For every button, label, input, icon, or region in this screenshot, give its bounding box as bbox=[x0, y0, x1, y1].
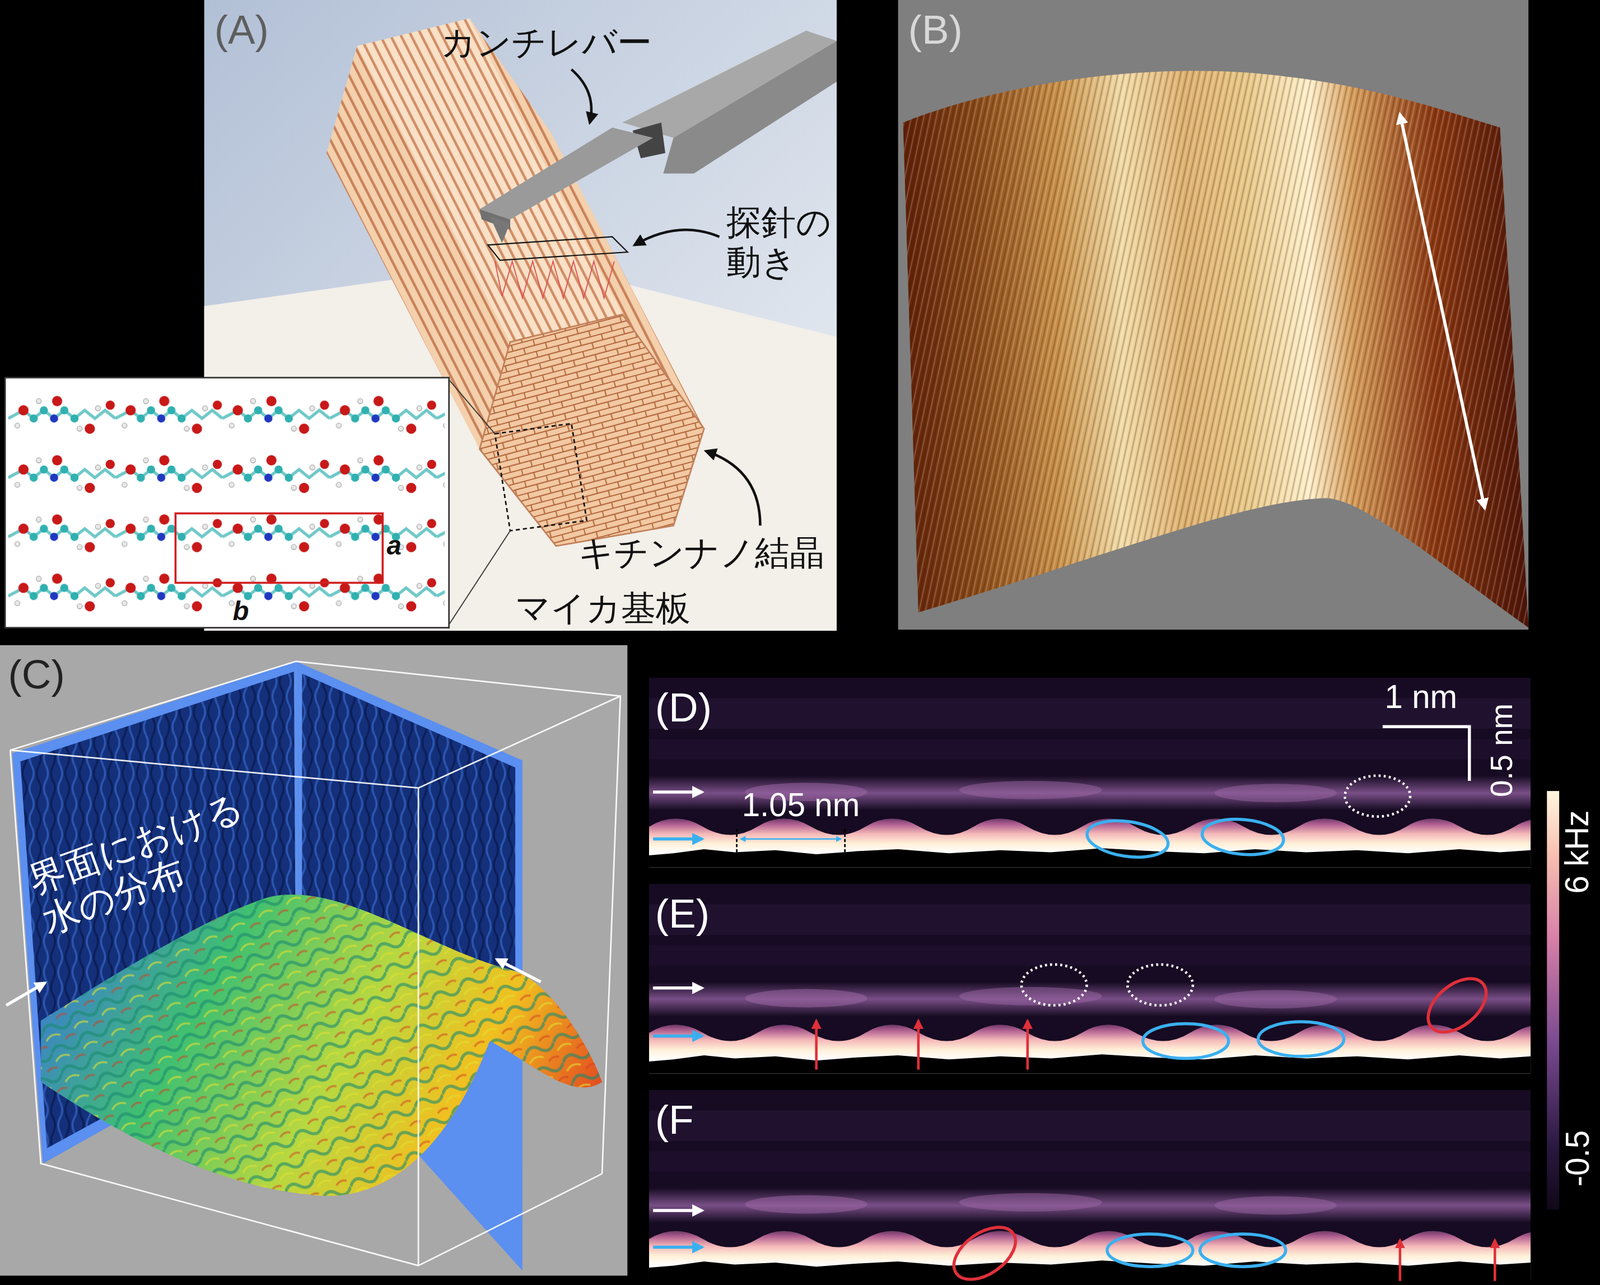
cross-section-map bbox=[1084, 815, 1171, 862]
cross-section-map bbox=[1021, 964, 1088, 1006]
cross-section-map bbox=[652, 837, 702, 841]
cross-section-map bbox=[649, 883, 1531, 1074]
afm-setup-illustration bbox=[479, 127, 653, 220]
annotation: 界面における 水の分布 bbox=[22, 782, 270, 942]
cross-section-map bbox=[740, 837, 842, 840]
cross-section-map bbox=[1200, 1233, 1286, 1267]
cross-section-map bbox=[1143, 1023, 1229, 1059]
figure-panel: (D) 1.05 nm 1 nm 0.5 nm bbox=[649, 677, 1531, 868]
afm-setup-illustration bbox=[479, 314, 704, 547]
3d-water-distribution bbox=[10, 661, 621, 1266]
cross-section-map bbox=[1493, 1239, 1497, 1281]
cross-section-map bbox=[814, 1020, 818, 1070]
cross-section-map bbox=[917, 1020, 921, 1070]
cross-section-map bbox=[1417, 967, 1496, 1043]
afm-setup-illustration bbox=[487, 236, 628, 261]
3d-water-distribution bbox=[496, 959, 541, 982]
3d-water-distribution bbox=[6, 982, 45, 1006]
figure-panel: (F bbox=[649, 1089, 1531, 1281]
cross-section-map bbox=[1107, 1233, 1193, 1267]
afm-topography-image bbox=[903, 70, 1529, 628]
cross-section-map bbox=[652, 790, 702, 793]
cross-section-map bbox=[1382, 726, 1470, 781]
crystal-structure-inset bbox=[8, 385, 446, 623]
afm-setup-illustration bbox=[357, 18, 623, 343]
part-label: マイカ基板 bbox=[515, 588, 691, 628]
panel-label: (D) bbox=[655, 683, 712, 731]
crystal-structure-inset bbox=[175, 513, 383, 583]
cross-section-map bbox=[843, 828, 846, 858]
afm-topography-image bbox=[1400, 114, 1485, 508]
scale-label: 1 nm bbox=[1384, 677, 1458, 716]
cross-section-map bbox=[1127, 964, 1193, 1006]
part-label: カンチレバー bbox=[440, 22, 652, 63]
structure-inset: ab bbox=[5, 377, 450, 628]
afm-setup-illustration bbox=[706, 450, 761, 526]
3d-water-distribution bbox=[40, 894, 603, 1196]
cross-section-map bbox=[649, 883, 1531, 1074]
cross-section-map bbox=[649, 677, 1531, 868]
3d-water-distribution bbox=[0, 645, 628, 1276]
cross-section-map bbox=[649, 677, 1531, 868]
afm-topography-image bbox=[897, 0, 1529, 630]
colorbar-label: -0.5 bbox=[1559, 1130, 1596, 1187]
colorbar-label: 6 kHz bbox=[1559, 810, 1596, 894]
axis-label: a bbox=[386, 530, 402, 561]
afm-setup-illustration bbox=[490, 216, 511, 243]
afm-setup-illustration bbox=[571, 69, 592, 123]
panel-label: (B) bbox=[908, 6, 963, 54]
figure-panel: (C) 界面における 水の分布 bbox=[0, 645, 628, 1276]
cross-section-map bbox=[649, 1089, 1531, 1281]
cross-section-map bbox=[1398, 1239, 1402, 1281]
afm-setup-illustration bbox=[634, 229, 720, 245]
part-label: キチンナノ結晶 bbox=[578, 532, 825, 573]
figure-panel: (A)カンチレバー探針の 動きキチンナノ結晶マイカ基板 bbox=[203, 0, 837, 631]
panel-label: (C) bbox=[8, 650, 65, 698]
afm-setup-illustration bbox=[495, 423, 587, 531]
cross-section-map bbox=[735, 828, 738, 858]
3d-water-distribution bbox=[40, 894, 603, 1196]
panel-label: (A) bbox=[214, 6, 269, 54]
cross-section-map bbox=[652, 1208, 702, 1212]
panel-label: (F bbox=[655, 1095, 694, 1144]
crystal-structure-inset bbox=[5, 377, 511, 628]
cross-section-map bbox=[1026, 1020, 1030, 1070]
3d-water-distribution bbox=[0, 645, 628, 1276]
cross-section-map bbox=[652, 1034, 702, 1038]
afm-setup-illustration bbox=[495, 260, 615, 298]
dimension-label: 1.05 nm bbox=[742, 785, 861, 824]
part-label: 探針の 動き bbox=[726, 202, 847, 282]
crystal-structure-inset bbox=[449, 379, 496, 435]
scale-label: 0.5 nm bbox=[1484, 703, 1520, 797]
cross-section-map bbox=[652, 1245, 702, 1249]
panel-label: (E) bbox=[655, 889, 710, 937]
cross-section-map bbox=[1344, 775, 1411, 817]
crystal-structure-inset bbox=[449, 530, 511, 625]
afm-topography-image bbox=[897, 0, 1529, 630]
cross-section-map bbox=[649, 1089, 1531, 1280]
figure-panel: (E) bbox=[649, 883, 1531, 1074]
cross-section-map bbox=[944, 1216, 1025, 1281]
cross-section-map bbox=[652, 986, 702, 990]
crystal-structure-inset bbox=[5, 377, 450, 628]
figure-panel: (B) bbox=[897, 0, 1529, 630]
cross-section-map bbox=[1200, 815, 1286, 858]
afm-topography-image bbox=[903, 70, 1529, 628]
color-scale-bar bbox=[1546, 790, 1560, 1210]
afm-setup-illustration bbox=[663, 40, 837, 174]
axis-label: b bbox=[232, 595, 249, 627]
cross-section-map bbox=[1258, 1021, 1345, 1057]
